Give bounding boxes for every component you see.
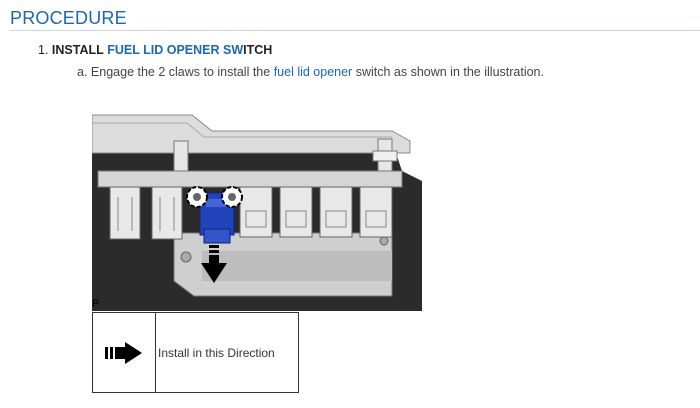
- substep-letter: a.: [77, 65, 88, 79]
- step-part-name: SWITCH: [223, 43, 272, 57]
- legend-icon-cell: [93, 313, 156, 392]
- step-part-link[interactable]: FUEL LID OPENER: [107, 43, 220, 57]
- step-1a: a. Engage the 2 claws to install the fue…: [77, 65, 544, 79]
- substep-text-after: switch as shown in the illustration.: [355, 65, 544, 79]
- step-number: 1.: [38, 43, 49, 57]
- section-heading: PROCEDURE: [10, 6, 700, 31]
- illustration-arrow-icon: [201, 245, 227, 283]
- step-part-name-rest: ITCH: [243, 43, 273, 57]
- section-title: PROCEDURE: [10, 8, 127, 28]
- legend-text: Install in this Direction: [158, 345, 275, 360]
- legend-table: Install in this Direction: [92, 312, 299, 393]
- switch-illustration: [92, 101, 422, 311]
- illustration-label: P: [92, 298, 100, 310]
- step-1: 1. INSTALL FUEL LID OPENER SWITCH: [38, 43, 272, 57]
- substep-text-before: Engage the 2 claws to install the: [90, 65, 271, 79]
- switch-illustration-drawing: [92, 101, 422, 311]
- install-direction-arrow-icon: [105, 341, 142, 364]
- step-prefix: INSTALL: [51, 43, 104, 57]
- step-part-name-highlight: SW: [223, 43, 244, 57]
- fuel-lid-opener-link[interactable]: fuel lid opener: [273, 65, 353, 79]
